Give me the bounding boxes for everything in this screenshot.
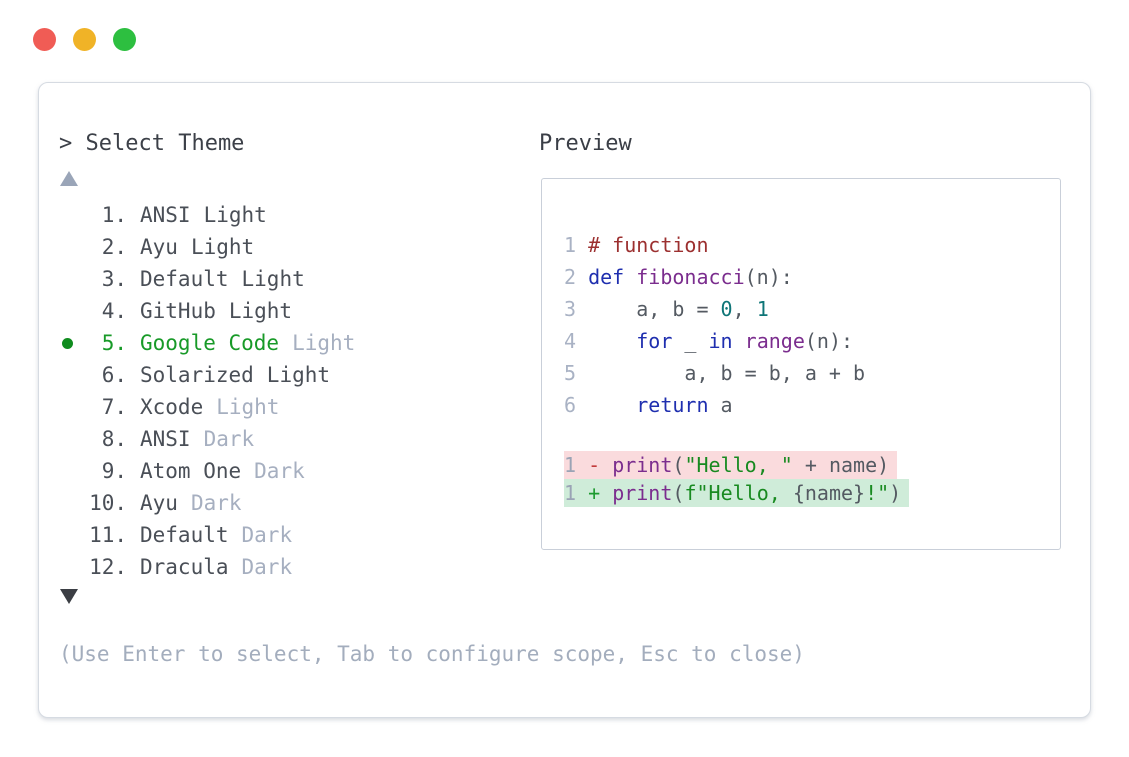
- theme-item-name: Atom One: [140, 459, 242, 483]
- code-line: 3 a, b = 0, 1: [564, 297, 769, 321]
- theme-item-number: 2.: [101, 235, 127, 259]
- theme-item-number: 8.: [101, 427, 127, 451]
- theme-list-item[interactable]: 6. Solarized Light: [39, 359, 519, 391]
- line-number: 6: [564, 393, 589, 417]
- theme-item-number: 1.: [101, 203, 127, 227]
- code-line: 5 a, b = b, a + b: [564, 361, 866, 385]
- theme-item-variant: Dark: [190, 491, 242, 515]
- scroll-up-icon[interactable]: [60, 171, 78, 186]
- line-number: 1: [564, 233, 589, 257]
- line-number: 2: [564, 265, 589, 289]
- theme-item-name: Dracula: [140, 555, 229, 579]
- close-icon[interactable]: [33, 28, 56, 51]
- theme-list-item[interactable]: 10. Ayu Dark: [39, 487, 519, 519]
- line-number: 1: [564, 453, 589, 477]
- theme-list-item[interactable]: 5. Google Code Light: [39, 327, 519, 359]
- theme-item-variant: Dark: [241, 523, 293, 547]
- theme-item-variant: Light: [228, 299, 293, 323]
- maximize-icon[interactable]: [113, 28, 136, 51]
- theme-item-number: 3.: [101, 267, 127, 291]
- theme-item-name: Default: [140, 267, 229, 291]
- theme-item-number: 5.: [101, 331, 127, 355]
- theme-item-number: 6.: [101, 363, 127, 387]
- theme-list-item[interactable]: 2. Ayu Light: [39, 231, 519, 263]
- theme-item-name: Ayu: [140, 491, 178, 515]
- line-number: 1: [564, 481, 589, 505]
- preview-pane: 1 # function 2 def fibonacci(n): 3 a, b = …: [541, 178, 1061, 550]
- theme-list-item[interactable]: 9. Atom One Dark: [39, 455, 519, 487]
- window-controls: [33, 28, 136, 51]
- theme-list-item[interactable]: 3. Default Light: [39, 263, 519, 295]
- code-line: 4 for _ in range(n):: [564, 329, 854, 353]
- theme-item-name: Xcode: [140, 395, 204, 419]
- theme-item-number: 12.: [89, 555, 127, 579]
- theme-list-item[interactable]: 7. Xcode Light: [39, 391, 519, 423]
- theme-item-number: 10.: [89, 491, 127, 515]
- theme-item-variant: Dark: [203, 427, 255, 451]
- theme-item-name: Solarized: [140, 363, 254, 387]
- line-number: 3: [564, 297, 589, 321]
- code-line: 2 def fibonacci(n):: [564, 265, 793, 289]
- theme-item-number: 4.: [101, 299, 127, 323]
- theme-item-name: Default: [140, 523, 229, 547]
- theme-item-variant: Light: [266, 363, 331, 387]
- theme-item-number: 11.: [89, 523, 127, 547]
- theme-item-name: GitHub: [140, 299, 216, 323]
- theme-item-number: 7.: [101, 395, 127, 419]
- diff-line-del: 1 - print("Hello, " + name): [564, 451, 1048, 479]
- theme-item-number: 9.: [101, 459, 127, 483]
- theme-item-name: ANSI: [140, 427, 191, 451]
- scroll-down-icon[interactable]: [60, 589, 78, 604]
- theme-item-variant: Dark: [241, 555, 293, 579]
- theme-item-name: Ayu: [140, 235, 178, 259]
- diff-line-add: 1 + print(f"Hello, {name}!"): [564, 479, 1048, 507]
- selected-bullet-icon: [59, 337, 83, 349]
- select-theme-title: > Select Theme: [59, 131, 245, 156]
- theme-list-item[interactable]: 11. Default Dark: [39, 519, 519, 551]
- preview-title: Preview: [539, 131, 632, 156]
- code-line: 1 # function: [564, 233, 709, 257]
- theme-item-variant: Light: [241, 267, 305, 291]
- theme-list-item[interactable]: 12. Dracula Dark: [39, 551, 519, 583]
- minimize-icon[interactable]: [73, 28, 96, 51]
- theme-list-item[interactable]: 4. GitHub Light: [39, 295, 519, 327]
- theme-item-variant: Light: [203, 203, 267, 227]
- code-line: 6 return a: [564, 393, 733, 417]
- theme-list-item[interactable]: 8. ANSI Dark: [39, 423, 519, 455]
- theme-item-name: Google Code: [140, 331, 280, 355]
- theme-item-name: ANSI: [140, 203, 191, 227]
- line-number: 5: [564, 361, 589, 385]
- theme-item-variant: Light: [216, 395, 280, 419]
- theme-item-variant: Light: [292, 331, 356, 355]
- help-text: (Use Enter to select, Tab to configure s…: [59, 642, 805, 666]
- theme-item-variant: Dark: [254, 459, 305, 483]
- theme-list-item[interactable]: 1. ANSI Light: [39, 199, 519, 231]
- line-number: 4: [564, 329, 589, 353]
- theme-item-variant: Light: [190, 235, 255, 259]
